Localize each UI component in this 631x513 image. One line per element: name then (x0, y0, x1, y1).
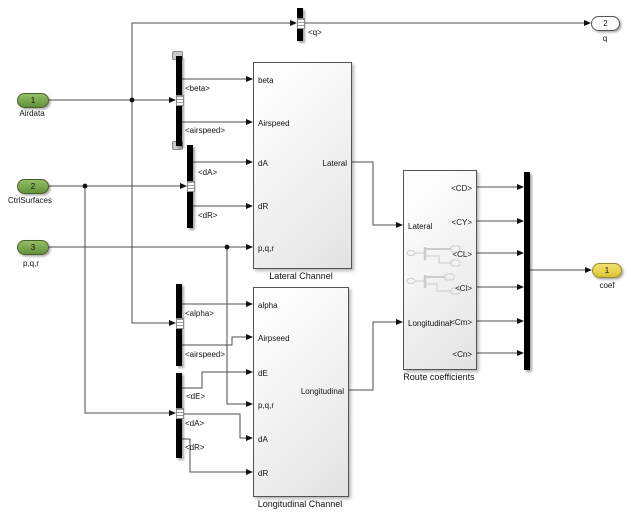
signal-tag-dA2: <dA> (185, 419, 205, 428)
route-output-Cm: <Cm> (450, 318, 472, 327)
inport-ctrlsurfaces[interactable]: 2 (17, 179, 49, 194)
inport-airdata[interactable]: 1 (17, 93, 49, 108)
outport-q-label: q (602, 34, 608, 43)
route-input-longitudinal: Longitudinal (408, 319, 452, 328)
outport-coef-label: coef (599, 281, 615, 290)
lateral-input-dA: dA (258, 159, 268, 168)
lateral-input-dR: dR (258, 202, 269, 211)
route-output-CD: <CD> (451, 184, 472, 193)
bus-selector-airdata-port-icon (176, 95, 184, 106)
signal-tag-q: <q> (308, 28, 322, 37)
wire-ctrlsurfaces-branch-to-busselector4[interactable] (84, 186, 176, 416)
outport-coef[interactable]: 1 (592, 263, 622, 278)
lateral-channel-block[interactable]: beta Airspeed dA dR p,q,r Lateral (253, 62, 352, 269)
signal-tag-alpha: <alpha> (185, 309, 214, 318)
longitudinal-channel-block[interactable]: alpha Airpseed dE p,q,r dA dR Longitudin… (253, 287, 349, 497)
route-output-CL: <CL> (452, 250, 472, 259)
wire-lateral-out[interactable] (350, 161, 403, 228)
signal-tag-beta: <beta> (185, 84, 210, 93)
route-output-Cl: <Cl> (455, 284, 472, 293)
outport-q[interactable]: 2 (591, 16, 620, 31)
route-coefficients-caption[interactable]: Route coefficients (403, 372, 475, 382)
inport-ctrlsurfaces-label: CtrlSurfaces (7, 196, 53, 205)
bus-creator-coef[interactable] (524, 172, 530, 370)
inport-pqr-label: p,q,r (22, 259, 40, 268)
signal-tag-dR2: <dR> (185, 443, 205, 452)
lateral-input-beta: beta (258, 76, 274, 85)
route-output-Cn: <Cn> (452, 350, 472, 359)
longitudinal-input-airpseed: Airpseed (258, 334, 290, 343)
inport-airdata-label: Airdata (19, 109, 45, 118)
longitudinal-input-pqr: p,q,r (258, 401, 275, 410)
wire-airdata-branch-to-busselector3[interactable] (131, 100, 176, 326)
branch-dot-ctrlsurfaces (82, 183, 88, 189)
lateral-input-airspeed: Airspeed (258, 119, 290, 128)
lateral-output-label: Lateral (322, 159, 347, 168)
branch-dot-pqr (224, 244, 230, 250)
signal-tag-dR1: <dR> (198, 211, 218, 220)
signal-tag-dA1: <dA> (198, 168, 218, 177)
longitudinal-input-dA: dA (258, 435, 268, 444)
route-preview-art (406, 245, 461, 295)
longitudinal-input-dE: dE (258, 369, 268, 378)
longitudinal-input-dR: dR (258, 469, 269, 478)
route-input-lateral: Lateral (408, 222, 433, 231)
longitudinal-channel-caption[interactable]: Longitudinal Channel (257, 499, 343, 509)
inport-pqr[interactable]: 3 (17, 240, 49, 255)
longitudinal-input-alpha: alpha (258, 301, 278, 310)
route-coefficients-block[interactable]: Lateral Longitudinal <CD> <CY> <CL> <Cl>… (403, 170, 477, 370)
wire-dR2[interactable] (182, 438, 253, 475)
wire-airspeed2[interactable] (182, 334, 253, 346)
route-output-CY: <CY> (451, 218, 472, 227)
longitudinal-output-label: Longitudinal (300, 387, 344, 396)
lateral-input-pqr: p,q,r (258, 244, 275, 253)
signal-tag-airspeed2: <airspeed> (185, 350, 226, 359)
lateral-channel-caption[interactable]: Lateral Channel (269, 271, 333, 281)
bus-selector-ctrlsurfaces2-port-icon (176, 408, 184, 419)
wire-dA2[interactable] (182, 413, 253, 441)
wire-longitudinal-out[interactable] (347, 319, 403, 391)
wire-pqr-branch-to-longitudinal[interactable] (226, 247, 253, 407)
bus-selector-q-port-icon (297, 18, 305, 29)
wire-airdata-branch-to-q-selector[interactable] (131, 20, 297, 100)
signal-tag-dE: <dE> (186, 392, 206, 401)
signal-tag-airspeed1: <airspeed> (185, 126, 226, 135)
bus-selector-ctrlsurfaces1-port-icon (187, 181, 195, 192)
wire-dE[interactable] (182, 369, 253, 389)
branch-dot-airdata (129, 97, 135, 103)
bus-selector-airdata2-port-icon (176, 318, 184, 329)
